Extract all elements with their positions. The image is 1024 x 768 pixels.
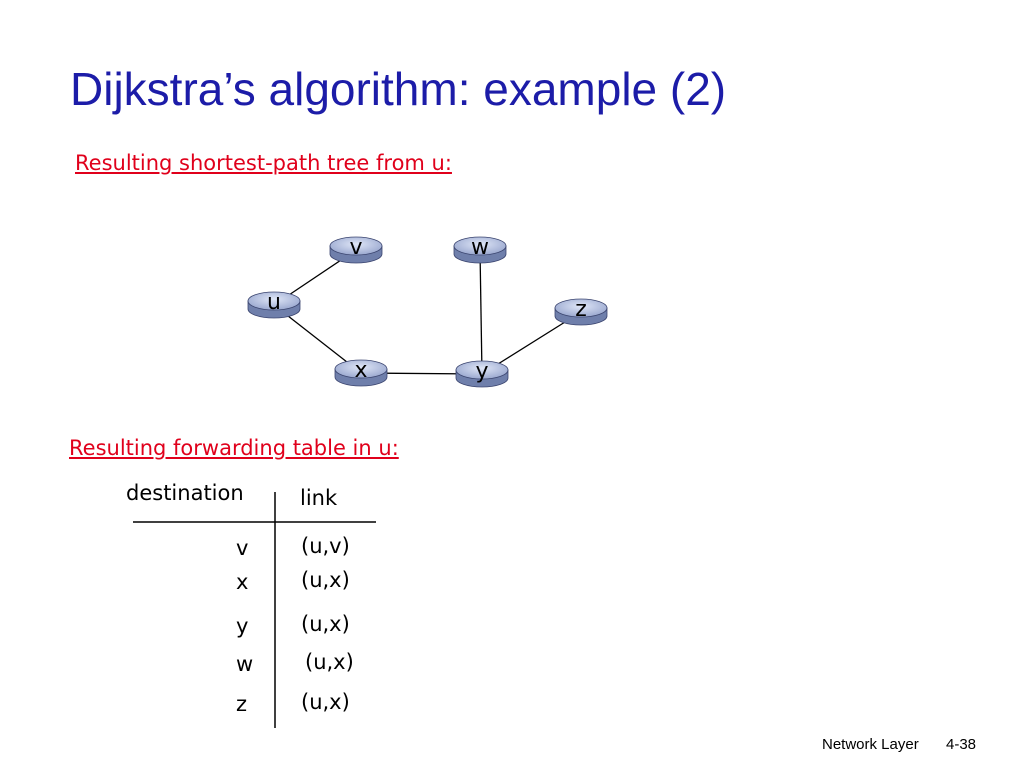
- slide-title: Dijkstra’s algorithm: example (2): [70, 63, 727, 115]
- router-node-z: z: [554, 297, 608, 326]
- table-row-destination: z: [236, 692, 248, 716]
- router-label-v: v: [349, 235, 362, 260]
- table-row-destination: x: [236, 570, 249, 594]
- table-header-destination: destination: [126, 481, 244, 505]
- router-label-w: w: [471, 235, 489, 260]
- table-row-link: (u,v): [301, 534, 350, 558]
- tree-heading: Resulting shortest-path tree from u:: [75, 151, 452, 175]
- edge-y-w: [479, 249, 483, 375]
- footer-page-number: 4-38: [946, 736, 977, 753]
- router-node-v: v: [329, 235, 383, 264]
- router-label-u: u: [267, 290, 281, 315]
- table-row-destination: w: [236, 652, 254, 676]
- router-node-y: y: [455, 359, 509, 388]
- table-row-destination: v: [236, 536, 249, 560]
- table-row-link: (u,x): [305, 650, 354, 674]
- table-row-destination: y: [236, 614, 249, 638]
- table-row-link: (u,x): [301, 568, 350, 592]
- router-node-u: u: [247, 290, 301, 319]
- table-heading: Resulting forwarding table in u:: [69, 436, 399, 460]
- router-label-z: z: [575, 297, 587, 322]
- router-node-w: w: [453, 235, 507, 264]
- table-row-link: (u,x): [301, 690, 350, 714]
- router-label-y: y: [475, 359, 488, 384]
- router-label-x: x: [354, 358, 367, 383]
- table-row-link: (u,x): [301, 612, 350, 636]
- router-node-x: x: [334, 358, 388, 387]
- table-header-link: link: [300, 486, 338, 510]
- footer-section: Network Layer: [822, 736, 919, 753]
